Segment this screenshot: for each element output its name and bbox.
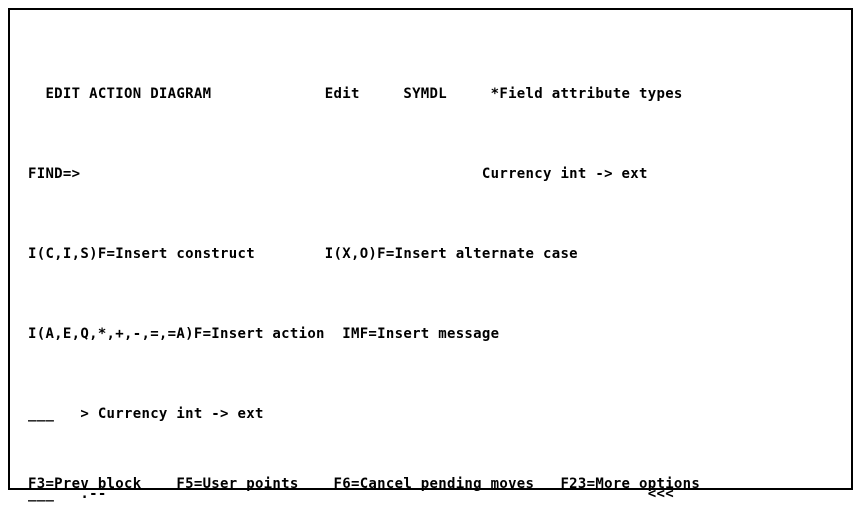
help-row-insert-construct: I(C,I,S)F=Insert construct I(X,O)F=Inser… — [28, 246, 578, 262]
panel-frame: EDIT ACTION DIAGRAM Edit SYMDL *Field at… — [8, 8, 853, 502]
help-row-insert-action: I(A,E,Q,*,+,-,=,=A)F=Insert action IMF=I… — [28, 326, 500, 342]
function-key-footer: F3=Prev block F5=User points F6=Cancel p… — [28, 434, 856, 511]
diagram-row-1[interactable]: ___ > Currency int -> ext — [28, 406, 264, 422]
function-key-row-1[interactable]: F3=Prev block F5=User points F6=Cancel p… — [28, 476, 701, 492]
terminal-body: EDIT ACTION DIAGRAM Edit SYMDL *Field at… — [28, 24, 856, 502]
diagram-row-2[interactable]: ___ .-- <<< — [28, 486, 674, 502]
find-command-row[interactable]: FIND=> Currency int -> ext — [28, 166, 648, 182]
header-row-title: EDIT ACTION DIAGRAM Edit SYMDL *Field at… — [28, 86, 683, 102]
